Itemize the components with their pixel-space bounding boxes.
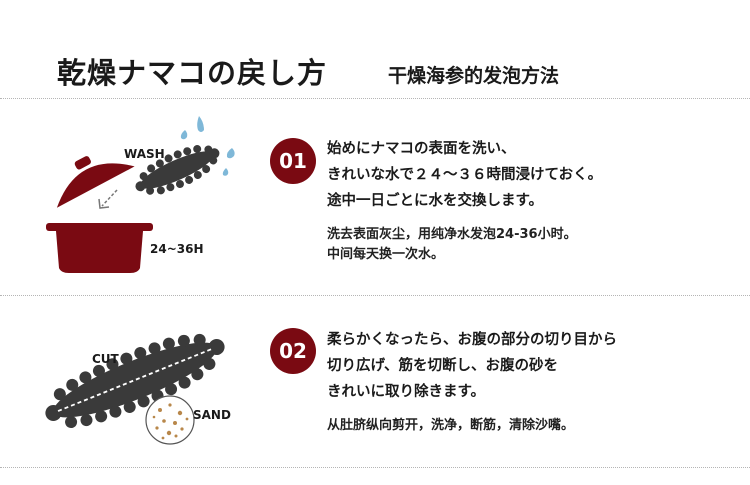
divider-bottom xyxy=(0,467,750,468)
pot-lid-icon xyxy=(56,156,135,208)
sea-cucumber-icon xyxy=(135,144,220,195)
step2-text-zh-line1: 从肚脐纵向剪开，洗净，断筋，清除沙嘴。 xyxy=(327,418,575,433)
page-title-ja: 乾燥ナマコの戻し方 xyxy=(57,56,328,90)
step-number-badge-02: 02 xyxy=(270,328,316,374)
cut-label: CUT xyxy=(92,352,119,366)
step2-illustration: CUT SAND xyxy=(30,305,260,465)
step2-text-ja-line2: 切り広げ、筋を切断し、お腹の砂を xyxy=(327,358,558,374)
step1-illustration: WASH 24~36H xyxy=(40,110,250,280)
cut-line xyxy=(57,347,215,412)
wash-label: WASH xyxy=(124,147,165,161)
down-arrow-icon xyxy=(98,189,118,209)
step1-text-ja-line2: きれいな水で２４～３６時間浸けておく。 xyxy=(327,167,603,183)
step2-text-ja-line3: きれいに取り除きます。 xyxy=(327,384,486,400)
divider-top xyxy=(0,98,750,99)
step1-text-zh-line1: 洗去表面灰尘，用纯净水发泡24-36小时。 xyxy=(327,227,577,242)
step1-text-ja-line1: 始めにナマコの表面を洗い、 xyxy=(327,141,516,157)
pot-and-cucumber-icon xyxy=(46,116,235,273)
cut-cucumber-icon xyxy=(45,333,225,445)
sand-label: SAND xyxy=(193,408,231,422)
sea-cucumber-cut-icon xyxy=(45,333,225,429)
divider-middle xyxy=(0,295,750,296)
page-title-zh: 干燥海参的发泡方法 xyxy=(388,65,560,87)
step1-text-zh-line2: 中间每天换一次水。 xyxy=(327,247,445,262)
step2-text-ja-line1: 柔らかくなったら、お腹の部分の切り目から xyxy=(327,332,617,348)
duration-label: 24~36H xyxy=(150,242,204,256)
pot-icon xyxy=(46,223,153,273)
sand-icon xyxy=(145,395,195,445)
step1-text-ja-line3: 途中一日ごとに水を交換します。 xyxy=(327,193,544,209)
step-number-badge-01: 01 xyxy=(270,138,316,184)
water-drops-icon xyxy=(180,116,235,176)
